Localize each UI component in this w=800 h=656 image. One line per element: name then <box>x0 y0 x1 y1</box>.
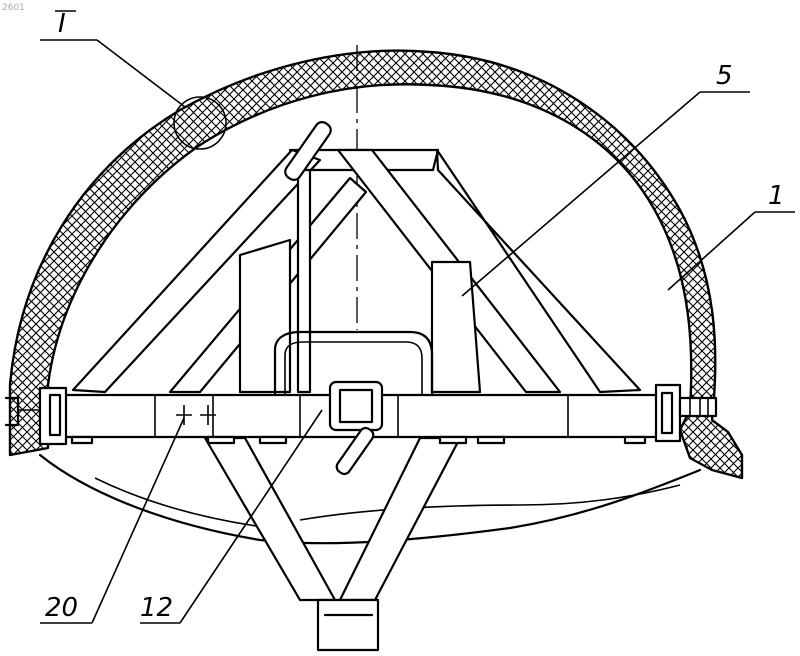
label-part-12: 12 <box>140 593 173 623</box>
label-part-5: 5 <box>716 61 733 91</box>
corner-code: 2601 <box>2 3 25 13</box>
label-detail-i: I <box>58 9 66 39</box>
lower-liner <box>40 455 700 543</box>
label-part-20: 20 <box>45 593 78 623</box>
label-part-1: 1 <box>768 181 785 211</box>
headband <box>45 382 665 443</box>
